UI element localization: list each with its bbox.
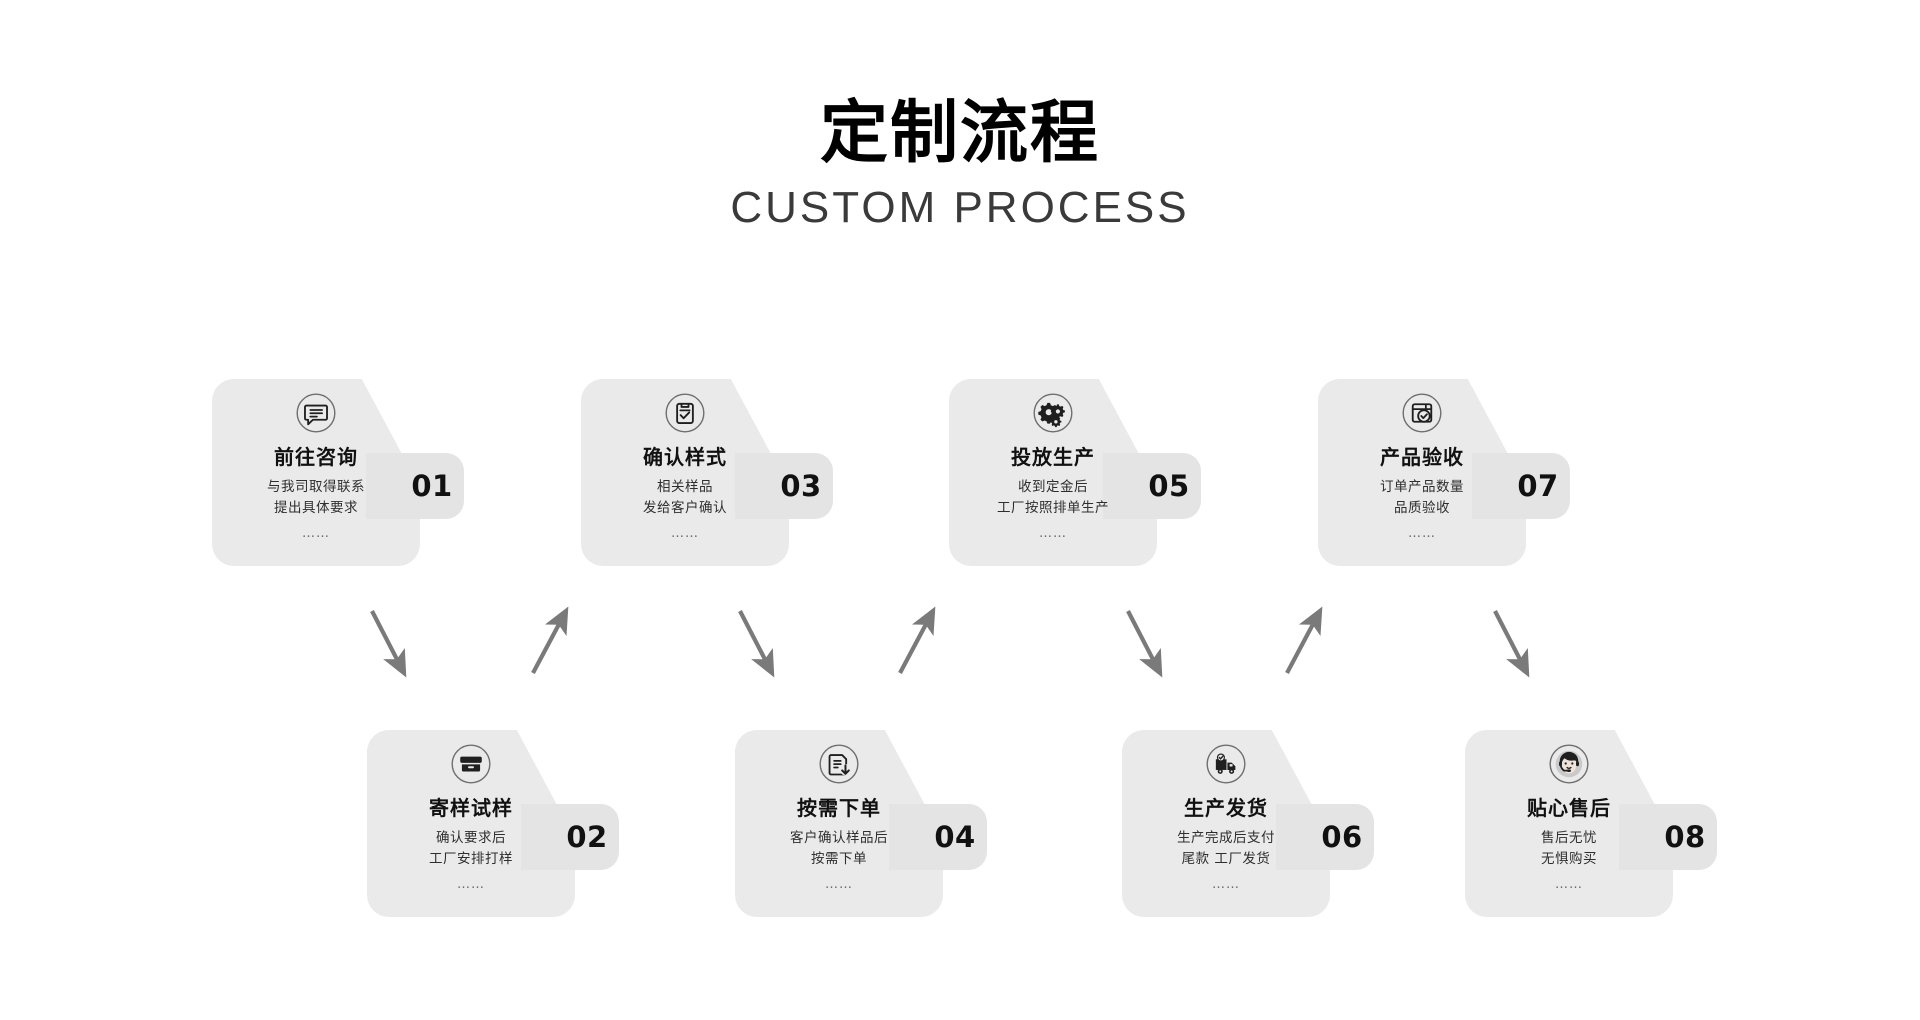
process-step-card-02[interactable]: 02 寄样试样 确认要求后 工厂安排打样 …… — [367, 730, 619, 917]
step-number: 06 — [1321, 820, 1363, 854]
page-title: 定制流程 — [819, 94, 1100, 173]
process-step-card-08[interactable]: 08 — [1465, 730, 1717, 917]
process-step-card-01[interactable]: 01 前往咨询 与我司取得联系 提出具体要求 …… — [212, 379, 464, 566]
step-number: 05 — [1148, 469, 1190, 503]
page-subtitle: CUSTOM PROCESS — [730, 183, 1190, 233]
process-step-card-06[interactable]: 06 — [1122, 730, 1374, 917]
process-step-card-05[interactable]: 05 — [949, 379, 1201, 566]
step-number: 02 — [566, 820, 608, 854]
step-number: 04 — [934, 820, 976, 854]
step-number: 08 — [1664, 820, 1706, 854]
process-step-card-07[interactable]: 07 产品验收 订单产品数量 品质验收 … — [1318, 379, 1570, 566]
process-step-card-03[interactable]: 03 确认样式 相关样品 发给客户确认 …… — [581, 379, 833, 566]
header: 定制流程 CUSTOM PROCESS — [0, 94, 1920, 233]
step-number: 07 — [1517, 469, 1559, 503]
step-number: 01 — [411, 469, 453, 503]
process-step-card-04[interactable]: 04 按需下单 客户确认样品后 按需下单 — [735, 730, 987, 917]
step-number: 03 — [780, 469, 822, 503]
